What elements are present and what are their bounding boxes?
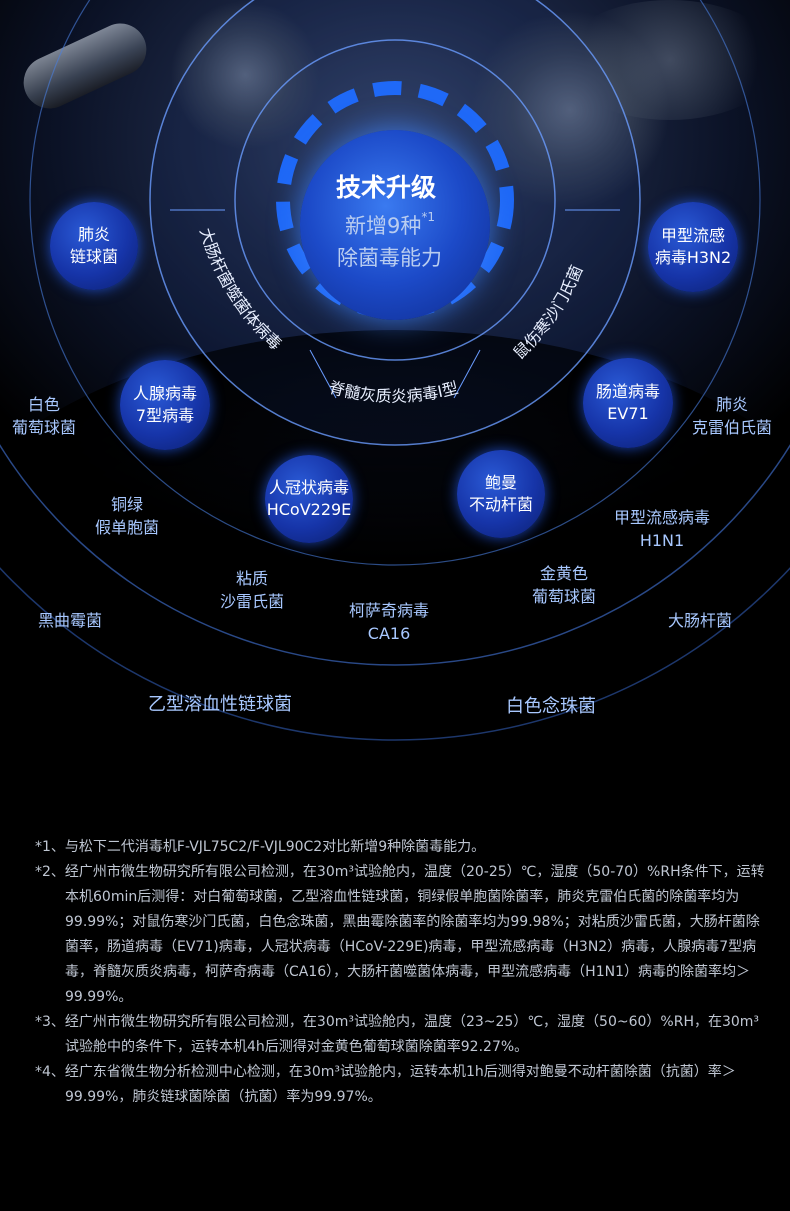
center-line1: 新增9种*1 [345, 210, 435, 240]
circle-label-line: HCoV229E [266, 500, 352, 519]
graphic-area: 大肠杆菌噬菌体病毒 脊髓灰质炎病毒Ⅰ型 鼠伤寒沙门氏菌 技术升级 新增9种*1 … [0, 0, 790, 800]
label-strep-b: 乙型溶血性链球菌 [148, 694, 292, 715]
footnote-1: *1、与松下二代消毒机F-VJL75C2/F-VJL90C2对比新增9种除菌毒能… [35, 839, 486, 855]
label-line: 肺炎 [716, 395, 749, 414]
footnote-2: *2、经广州市微生物研究所有限公司检测，在30m³试验舱内，温度（20-25）℃… [35, 864, 765, 1005]
label-line: 铜绿 [111, 495, 144, 514]
center-circle [300, 130, 490, 320]
circle-pneumonia-strep: 肺炎链球菌 [50, 202, 138, 290]
circle-label-line: 链球菌 [69, 247, 118, 266]
ring-3 [29, 0, 761, 566]
label-line: 克雷伯氏菌 [692, 418, 773, 437]
circle-label-line: 肺炎 [77, 225, 110, 244]
circle-enterovirus71: 肠道病毒 EV71 [583, 358, 673, 448]
label-ecoli: 大肠杆菌 [668, 611, 733, 630]
circle-label-line: 不动杆菌 [468, 495, 533, 514]
label-line: 粘质 [236, 569, 269, 588]
label-line: CA16 [367, 624, 411, 643]
circle-label-line: 鲍曼 [484, 473, 517, 492]
center-footnote-mark: *1 [421, 210, 436, 224]
center-line2: 除菌毒能力 [337, 246, 442, 270]
dashed-ring [276, 81, 514, 319]
center-line1-text: 新增9种 [345, 214, 422, 238]
label-line: H1N1 [639, 531, 685, 550]
circle-label-line: EV71 [607, 404, 649, 423]
label-line: 葡萄球菌 [532, 587, 597, 606]
label-aspergillus: 黑曲霉菌 [38, 611, 103, 630]
label-line: 沙雷氏菌 [220, 592, 285, 611]
footnote-4: *4、经广东省微生物分析检测中心检测，在30m³试验舱内，运转本机1h后测得对鲍… [35, 1064, 736, 1105]
circle-pseudomonas-fluorescens: 鲍曼不动杆菌 [457, 450, 545, 538]
circle-flu-h3n2: 甲型流感病毒H3N2 [648, 202, 738, 292]
center-title: 技术升级 [336, 173, 437, 202]
arc-divider-br [453, 349, 481, 399]
circle-label-line: 人冠状病毒 [268, 478, 349, 497]
ring-outer [0, 566, 790, 741]
label-coxsackie: 柯萨奇病毒 CA16 [349, 599, 429, 645]
virus-image-right [470, 10, 670, 210]
circle-label-line: 7型病毒 [135, 406, 195, 425]
label-line: 金黄色 [540, 564, 589, 583]
label-pseudomonas: 铜绿假单胞菌 [95, 493, 159, 539]
footnotes: *1、与松下二代消毒机F-VJL75C2/F-VJL90C2对比新增9种除菌毒能… [35, 835, 765, 1110]
label-line: 葡萄球菌 [12, 418, 77, 437]
label-line: 柯萨奇病毒 [349, 601, 430, 620]
circle-label-line: 人腺病毒 [132, 384, 197, 403]
label-klebsiella: 肺炎克雷伯氏菌 [692, 393, 772, 439]
label-line: 白色 [28, 395, 61, 414]
label-flu-h1n1: 甲型流感病毒 H1N1 [614, 506, 710, 552]
label-serratia: 粘质沙雷氏菌 [220, 567, 284, 613]
circle-label-line: 病毒H3N2 [654, 248, 732, 267]
ring-4 [0, 443, 790, 666]
label-gold-staph: 金黄色葡萄球菌 [532, 562, 596, 608]
label-line: 甲型流感病毒 [614, 508, 711, 527]
circle-adenovirus7: 人腺病毒 7型病毒 [120, 360, 210, 450]
circle-label-line: 甲型流感 [660, 226, 725, 245]
label-white-staph: 白色葡萄球菌 [12, 393, 76, 439]
circle-label-line: 肠道病毒 [595, 382, 660, 401]
ring-1 [234, 39, 556, 361]
circle-hcov229e: 人冠状病毒 HCoV229E [265, 455, 353, 543]
label-candida: 白色念珠菌 [506, 696, 596, 717]
label-line: 假单胞菌 [95, 518, 160, 537]
arc-divider-bl [309, 349, 337, 399]
footnote-3: *3、经广州市微生物研究所有限公司检测，在30m³试验舱内，温度（23~25）℃… [35, 1014, 760, 1055]
